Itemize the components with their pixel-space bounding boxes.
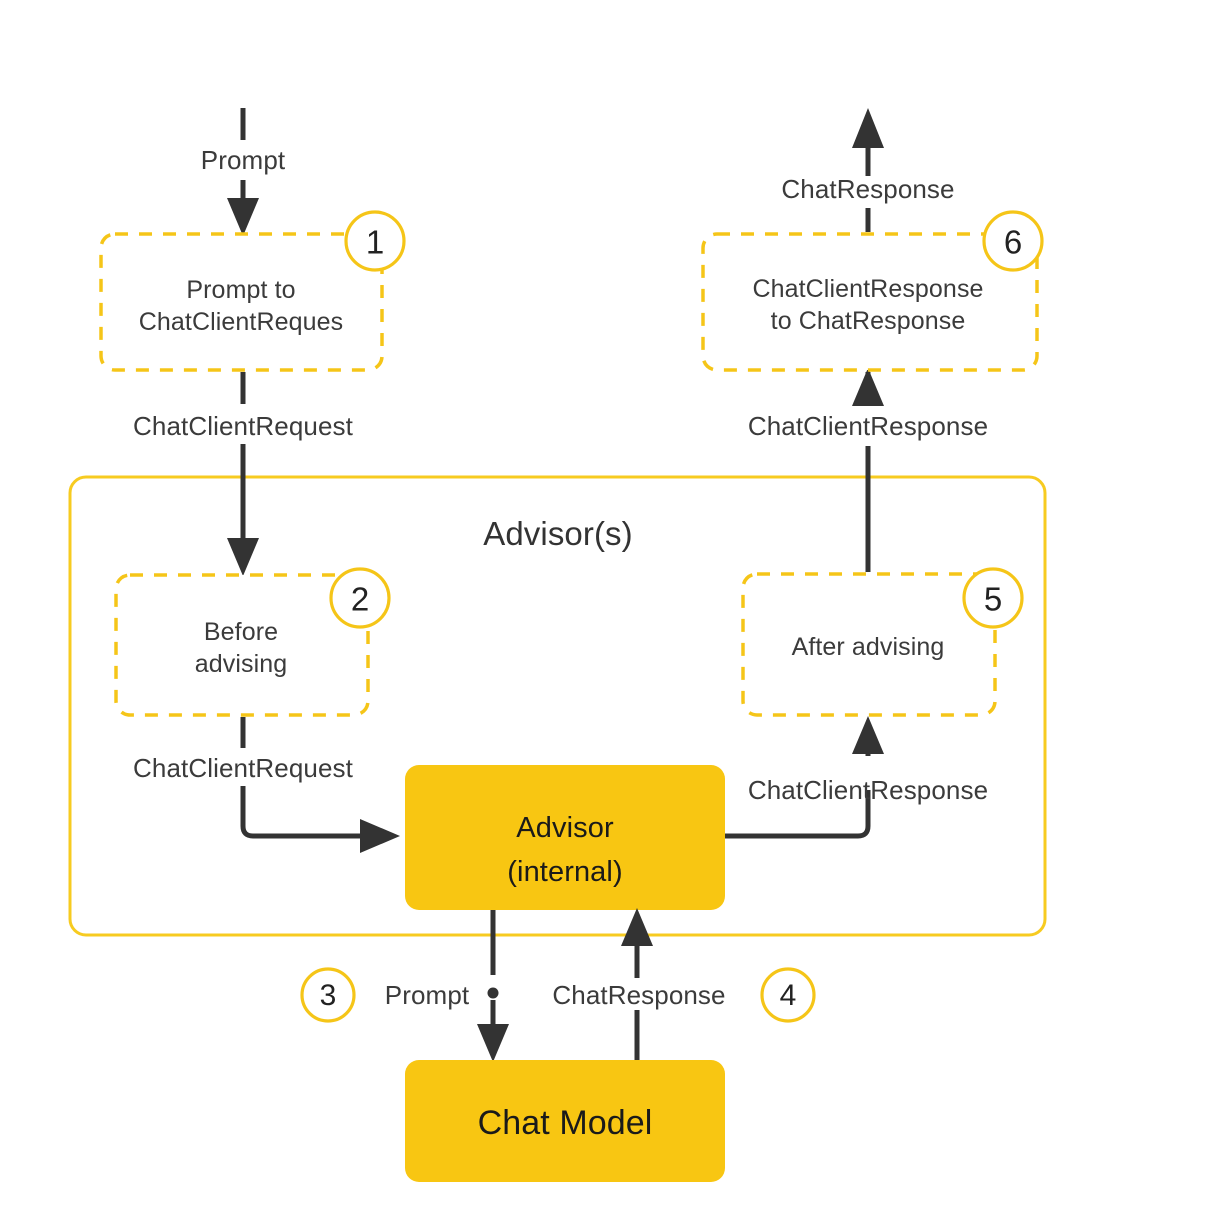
step-circle-4[interactable]	[760, 967, 816, 1023]
step-circle-5[interactable]	[962, 567, 1024, 629]
step1-label-line1: Prompt to	[186, 276, 296, 304]
step-circle-2[interactable]	[329, 567, 391, 629]
arrowhead-chatresponse-out	[852, 108, 884, 148]
step-number-2: 2	[350, 580, 370, 618]
edge-label-chatclientrequest-to-advisor-internal: ChatClientRequest	[133, 753, 353, 783]
arrowhead-to-step2	[227, 538, 259, 576]
step5-dashed-box	[741, 572, 997, 717]
advisors-group-container	[68, 475, 1047, 937]
step6-label-line2: to ChatResponse	[770, 307, 966, 335]
arrowhead-into-chat-model	[477, 1024, 509, 1062]
step1-label-line2: ChatClientReques	[138, 308, 344, 336]
step6-dashed-box	[701, 232, 1039, 372]
step6-label-line1: ChatClientResponse	[752, 275, 984, 303]
chat-model-label: Chat Model	[477, 1104, 653, 1142]
step2-label-line1: Before	[203, 618, 279, 646]
arrowhead-into-advisor	[360, 819, 400, 853]
edge-label-chatresponse-out: ChatResponse	[781, 174, 955, 204]
edge-label-prompt-in: Prompt	[200, 145, 286, 175]
advisor-internal-box	[405, 765, 725, 910]
step-number-5: 5	[983, 580, 1003, 618]
advisor-internal-label-line2: (internal)	[507, 856, 623, 888]
arrowhead-into-step5	[852, 716, 884, 754]
arrowhead-into-advisor-from-model	[621, 908, 653, 946]
step-circle-1[interactable]	[344, 210, 406, 272]
arrowhead-into-step6	[852, 368, 884, 406]
arrowhead-prompt-to-step1	[227, 198, 259, 236]
step2-dashed-box	[114, 573, 370, 717]
prompt-line-dot	[487, 987, 499, 999]
advisor-internal-label-line1: Advisor	[516, 812, 614, 844]
edge-label-chatclientresponse-from-advisors: ChatClientResponse	[747, 411, 989, 441]
edge-advisor-to-step5-elbow	[725, 790, 871, 839]
step-number-4: 4	[779, 979, 797, 1012]
step5-label-line1: After advising	[791, 633, 945, 661]
edge-label-chatresponse-from-model: ChatResponse	[552, 980, 726, 1010]
step-number-1: 1	[365, 223, 385, 261]
chat-model-box	[405, 1060, 725, 1182]
step1-dashed-box	[99, 232, 384, 372]
edge-label-prompt-to-model: Prompt	[384, 980, 470, 1010]
step-number-3: 3	[319, 979, 337, 1012]
edge-step2-to-advisor-elbow	[240, 786, 364, 839]
step2-label-line2: advising	[194, 650, 288, 678]
edge-label-chatclientresponse-from-advisor-internal: ChatClientResponse	[747, 775, 989, 805]
advisors-group-title: Advisor(s)	[483, 515, 633, 552]
step-circle-3[interactable]	[300, 967, 356, 1023]
edge-label-chatclientrequest-to-advisors: ChatClientRequest	[133, 411, 353, 441]
step-number-6: 6	[1003, 223, 1023, 261]
step-circle-6[interactable]	[982, 210, 1044, 272]
